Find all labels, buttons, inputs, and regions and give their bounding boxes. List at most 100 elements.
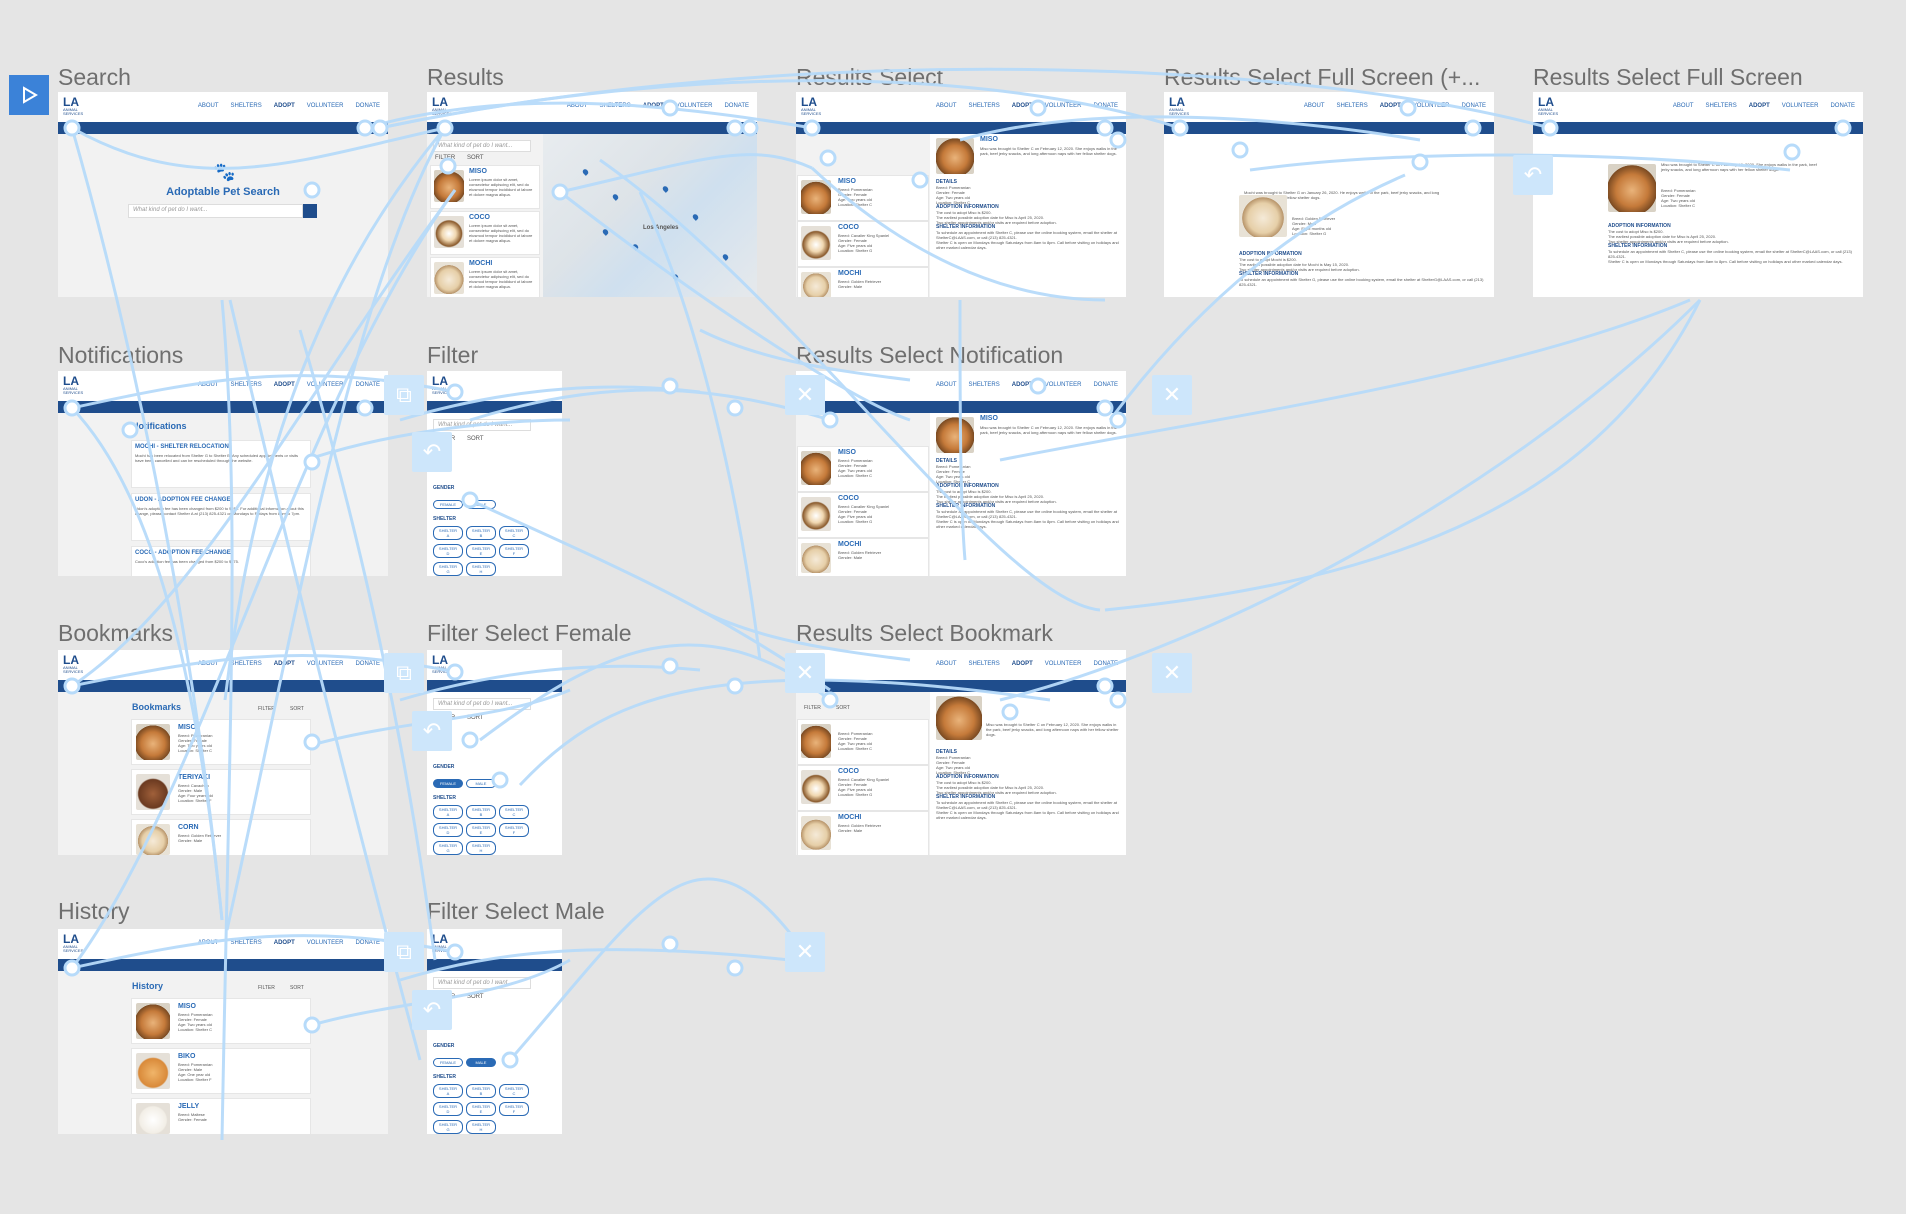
nav-about[interactable]: ABOUT — [566, 103, 588, 109]
male-chip[interactable]: MALE — [466, 779, 496, 788]
nav-donate[interactable]: DONATE — [724, 103, 749, 109]
frame-title-bookmarks[interactable]: Bookmarks — [58, 620, 174, 646]
map-pin-icon[interactable] — [631, 243, 640, 251]
shelter-chip[interactable]: SHELTER A — [433, 1084, 463, 1098]
frame-title-results-bookmark[interactable]: Results Select Bookmark — [796, 620, 1053, 646]
filter-button[interactable]: FILTER — [258, 985, 275, 991]
overlay-tile-icon[interactable]: ⧉ — [384, 375, 424, 415]
sort-button[interactable]: SORT — [467, 715, 484, 721]
nav-donate[interactable]: DONATE — [355, 940, 380, 946]
nav-shelters[interactable]: SHELTERS — [968, 382, 1000, 388]
shelter-chip[interactable]: SHELTER H — [466, 1120, 496, 1134]
shelter-map[interactable]: Los Angeles — [543, 134, 757, 297]
shelter-chip[interactable]: SHELTER A — [433, 526, 463, 540]
frame-title-results-notification[interactable]: Results Select Notification — [796, 342, 1064, 368]
shelter-chip[interactable]: SHELTER E — [466, 544, 496, 558]
back-arrow-icon[interactable]: ↶ — [412, 432, 452, 472]
nav-about[interactable]: ABOUT — [1303, 103, 1325, 109]
nav-donate[interactable]: DONATE — [1093, 382, 1118, 388]
nav-adopt[interactable]: ADOPT — [1011, 382, 1033, 388]
shelter-chip[interactable]: SHELTER H — [466, 562, 496, 576]
frame-title-filter-female[interactable]: Filter Select Female — [427, 620, 632, 646]
nav-about[interactable]: ABOUT — [197, 661, 219, 667]
nav-adopt[interactable]: ADOPT — [273, 661, 295, 667]
nav-shelters[interactable]: SHELTERS — [1705, 103, 1737, 109]
nav-adopt[interactable]: ADOPT — [1379, 103, 1401, 109]
play-start-button[interactable] — [9, 75, 49, 115]
shelter-chip[interactable]: SHELTER A — [433, 805, 463, 819]
nav-about[interactable]: ABOUT — [197, 382, 219, 388]
frame-title-filter-male[interactable]: Filter Select Male — [427, 898, 605, 924]
nav-shelters[interactable]: SHELTERS — [968, 103, 1000, 109]
nav-adopt[interactable]: ADOPT — [1011, 103, 1033, 109]
nav-adopt[interactable]: ADOPT — [273, 940, 295, 946]
nav-volunteer[interactable]: VOLUNTEER — [1412, 103, 1450, 109]
nav-about[interactable]: ABOUT — [935, 103, 957, 109]
notification-card[interactable]: COCO - ADOPTION FEE CHANGE Coco's adopti… — [132, 547, 310, 576]
sort-button[interactable]: SORT — [290, 985, 304, 991]
sort-button[interactable]: SORT — [290, 706, 304, 712]
shelter-chip[interactable]: SHELTER C — [499, 1084, 529, 1098]
nav-shelters[interactable]: SHELTERS — [599, 103, 631, 109]
close-icon[interactable]: ✕ — [785, 375, 825, 415]
nav-about[interactable]: ABOUT — [197, 103, 219, 109]
male-chip[interactable]: MALE — [466, 1058, 496, 1067]
map-pin-icon[interactable] — [691, 213, 700, 221]
map-pin-icon[interactable] — [601, 228, 610, 236]
nav-about[interactable]: ABOUT — [1672, 103, 1694, 109]
nav-volunteer[interactable]: VOLUNTEER — [1044, 103, 1082, 109]
frame-title-search[interactable]: Search — [58, 64, 131, 90]
back-arrow-icon[interactable]: ↶ — [1513, 155, 1553, 195]
shelter-chip[interactable]: SHELTER C — [499, 805, 529, 819]
female-chip[interactable]: FEMALE — [433, 779, 463, 788]
filter-button[interactable]: FILTER — [804, 705, 821, 711]
nav-donate[interactable]: DONATE — [355, 103, 380, 109]
nav-volunteer[interactable]: VOLUNTEER — [1044, 661, 1082, 667]
nav-volunteer[interactable]: VOLUNTEER — [675, 103, 713, 109]
notification-card[interactable]: MOCHI - SHELTER RELOCATION Mochi has bee… — [132, 441, 310, 487]
nav-about[interactable]: ABOUT — [935, 661, 957, 667]
pet-search-input[interactable]: What kind of pet do I want... — [128, 204, 303, 218]
nav-shelters[interactable]: SHELTERS — [230, 661, 262, 667]
nav-adopt[interactable]: ADOPT — [1748, 103, 1770, 109]
nav-shelters[interactable]: SHELTERS — [230, 103, 262, 109]
frame-title-results-full[interactable]: Results Select Full Screen — [1533, 64, 1803, 90]
frame-title-results[interactable]: Results — [427, 64, 504, 90]
nav-shelters[interactable]: SHELTERS — [1336, 103, 1368, 109]
nav-volunteer[interactable]: VOLUNTEER — [306, 103, 344, 109]
result-card[interactable]: MOCHI Lorem ipsum dolor sit amet, consec… — [431, 258, 539, 297]
notification-card[interactable]: UDON - ADOPTION FEE CHANGE Udon's adopti… — [132, 494, 310, 540]
frame-title-results-full-plus[interactable]: Results Select Full Screen (+... — [1164, 64, 1481, 90]
nav-shelters[interactable]: SHELTERS — [230, 940, 262, 946]
nav-about[interactable]: ABOUT — [935, 382, 957, 388]
nav-donate[interactable]: DONATE — [1461, 103, 1486, 109]
sort-button[interactable]: SORT — [467, 436, 484, 442]
shelter-chip[interactable]: SHELTER E — [466, 823, 496, 837]
shelter-chip[interactable]: SHELTER B — [466, 805, 496, 819]
map-pin-icon[interactable] — [661, 185, 670, 193]
result-card[interactable]: MISO Lorem ipsum dolor sit amet, consect… — [431, 166, 539, 208]
sort-button[interactable]: SORT — [467, 994, 484, 1000]
shelter-chip[interactable]: SHELTER F — [499, 823, 529, 837]
nav-donate[interactable]: DONATE — [1093, 103, 1118, 109]
nav-adopt[interactable]: ADOPT — [642, 103, 664, 109]
frame-title-results-select[interactable]: Results Select — [796, 64, 944, 90]
